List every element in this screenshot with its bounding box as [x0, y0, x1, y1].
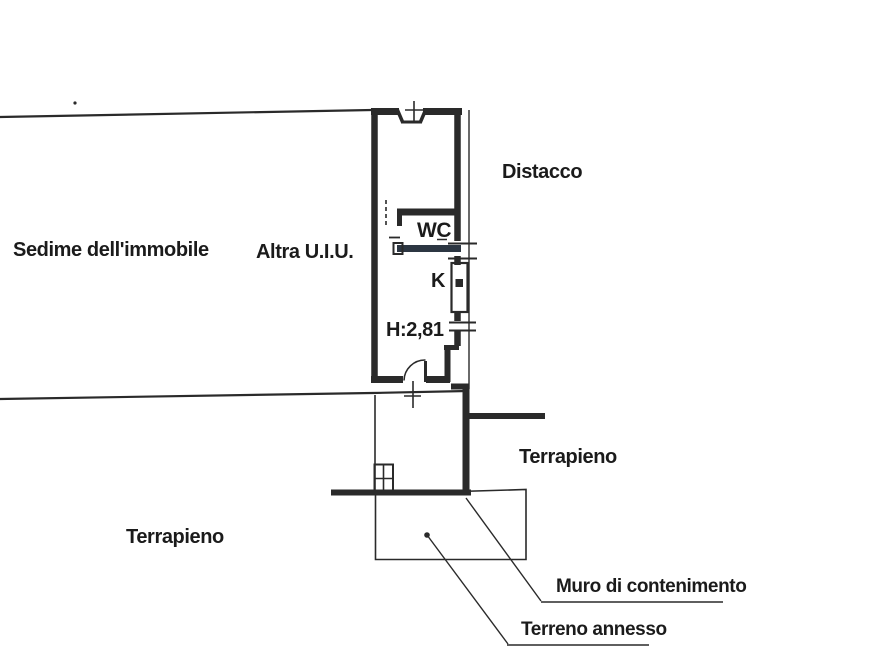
label-altra-uiu: Altra U.I.U. [256, 241, 354, 263]
terreno-leader-line [427, 536, 509, 645]
label-distacco: Distacco [502, 161, 583, 183]
label-sedime-immobile: Sedime dell'immobile [13, 239, 209, 261]
terreno-annesso-parcel [374, 488, 527, 561]
label-wc-room: WC [417, 219, 452, 242]
label-terrapieno-left: Terrapieno [126, 526, 224, 548]
label-kitchen-room: K [431, 270, 446, 292]
ink-speck [73, 101, 77, 105]
site-line-lower-extension [371, 389, 468, 395]
kitchen-fixture-dot [455, 279, 463, 287]
kitchen-fixture [450, 261, 469, 314]
muro-leader-line [465, 497, 542, 602]
terreno-reference-dot [424, 532, 430, 538]
wc-counter-endcap [392, 242, 404, 255]
label-terreno-annesso: Terreno annesso [521, 619, 667, 640]
site-line-upper [0, 108, 373, 119]
label-ceiling-height: H:2,81 [386, 319, 444, 341]
door-swing-arc [403, 359, 426, 381]
site-line-lower [0, 391, 373, 401]
label-terrapieno-right: Terrapieno [519, 446, 617, 468]
label-muro-di-contenimento: Muro di contenimento [556, 576, 747, 597]
